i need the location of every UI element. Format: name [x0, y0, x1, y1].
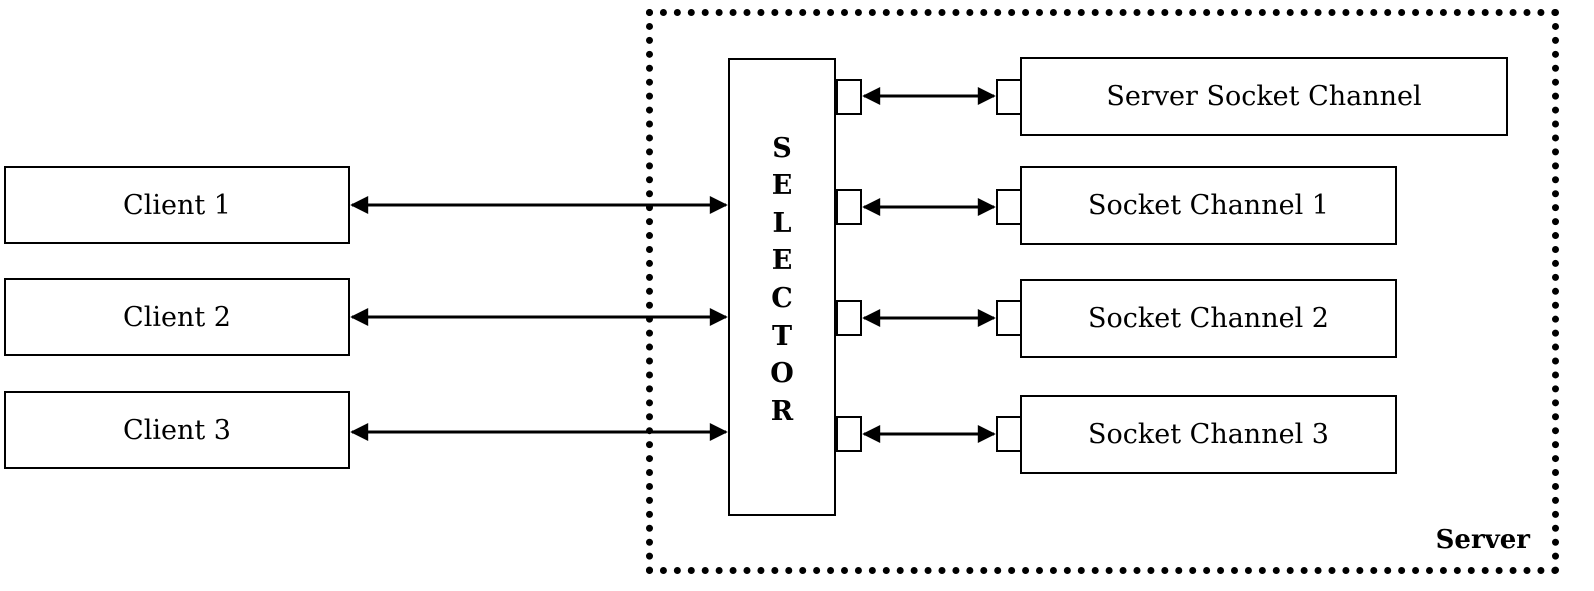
server-socket-channel-label: Server Socket Channel — [1106, 81, 1422, 112]
socket-channel-3-box: Socket Channel 3 — [1020, 395, 1397, 474]
socket-channel-2-box: Socket Channel 2 — [1020, 279, 1397, 358]
server-socket-channel-box: Server Socket Channel — [1020, 57, 1508, 136]
selector-port — [836, 300, 862, 336]
selector-letter: E — [771, 170, 793, 202]
channel-port — [996, 300, 1022, 336]
socket-channel-2-label: Socket Channel 2 — [1088, 303, 1329, 334]
selector-letter: R — [770, 395, 794, 427]
selector-letter: C — [771, 283, 793, 314]
selector-letter: S — [772, 132, 792, 164]
server-boundary: Server — [646, 9, 1559, 574]
selector-port — [836, 416, 862, 452]
socket-channel-1-box: Socket Channel 1 — [1020, 166, 1397, 245]
client-2-box: Client 2 — [4, 278, 350, 356]
selector-letter: E — [771, 245, 793, 277]
client-3-label: Client 3 — [123, 414, 231, 446]
socket-channel-3-label: Socket Channel 3 — [1088, 419, 1329, 450]
channel-port — [996, 189, 1022, 225]
selector-box: S E L E C T O R — [728, 58, 836, 516]
socket-channel-1-label: Socket Channel 1 — [1088, 190, 1329, 221]
selector-port — [836, 79, 862, 115]
client-2-label: Client 2 — [123, 301, 231, 333]
client-3-box: Client 3 — [4, 391, 350, 469]
server-label: Server — [1435, 525, 1530, 555]
channel-port — [996, 416, 1022, 452]
selector-letter: L — [772, 207, 792, 239]
selector-letter: O — [770, 358, 794, 390]
client-1-label: Client 1 — [123, 189, 231, 221]
selector-port — [836, 189, 862, 225]
selector-letter: T — [771, 320, 793, 352]
client-1-box: Client 1 — [4, 166, 350, 244]
channel-port — [996, 79, 1022, 115]
